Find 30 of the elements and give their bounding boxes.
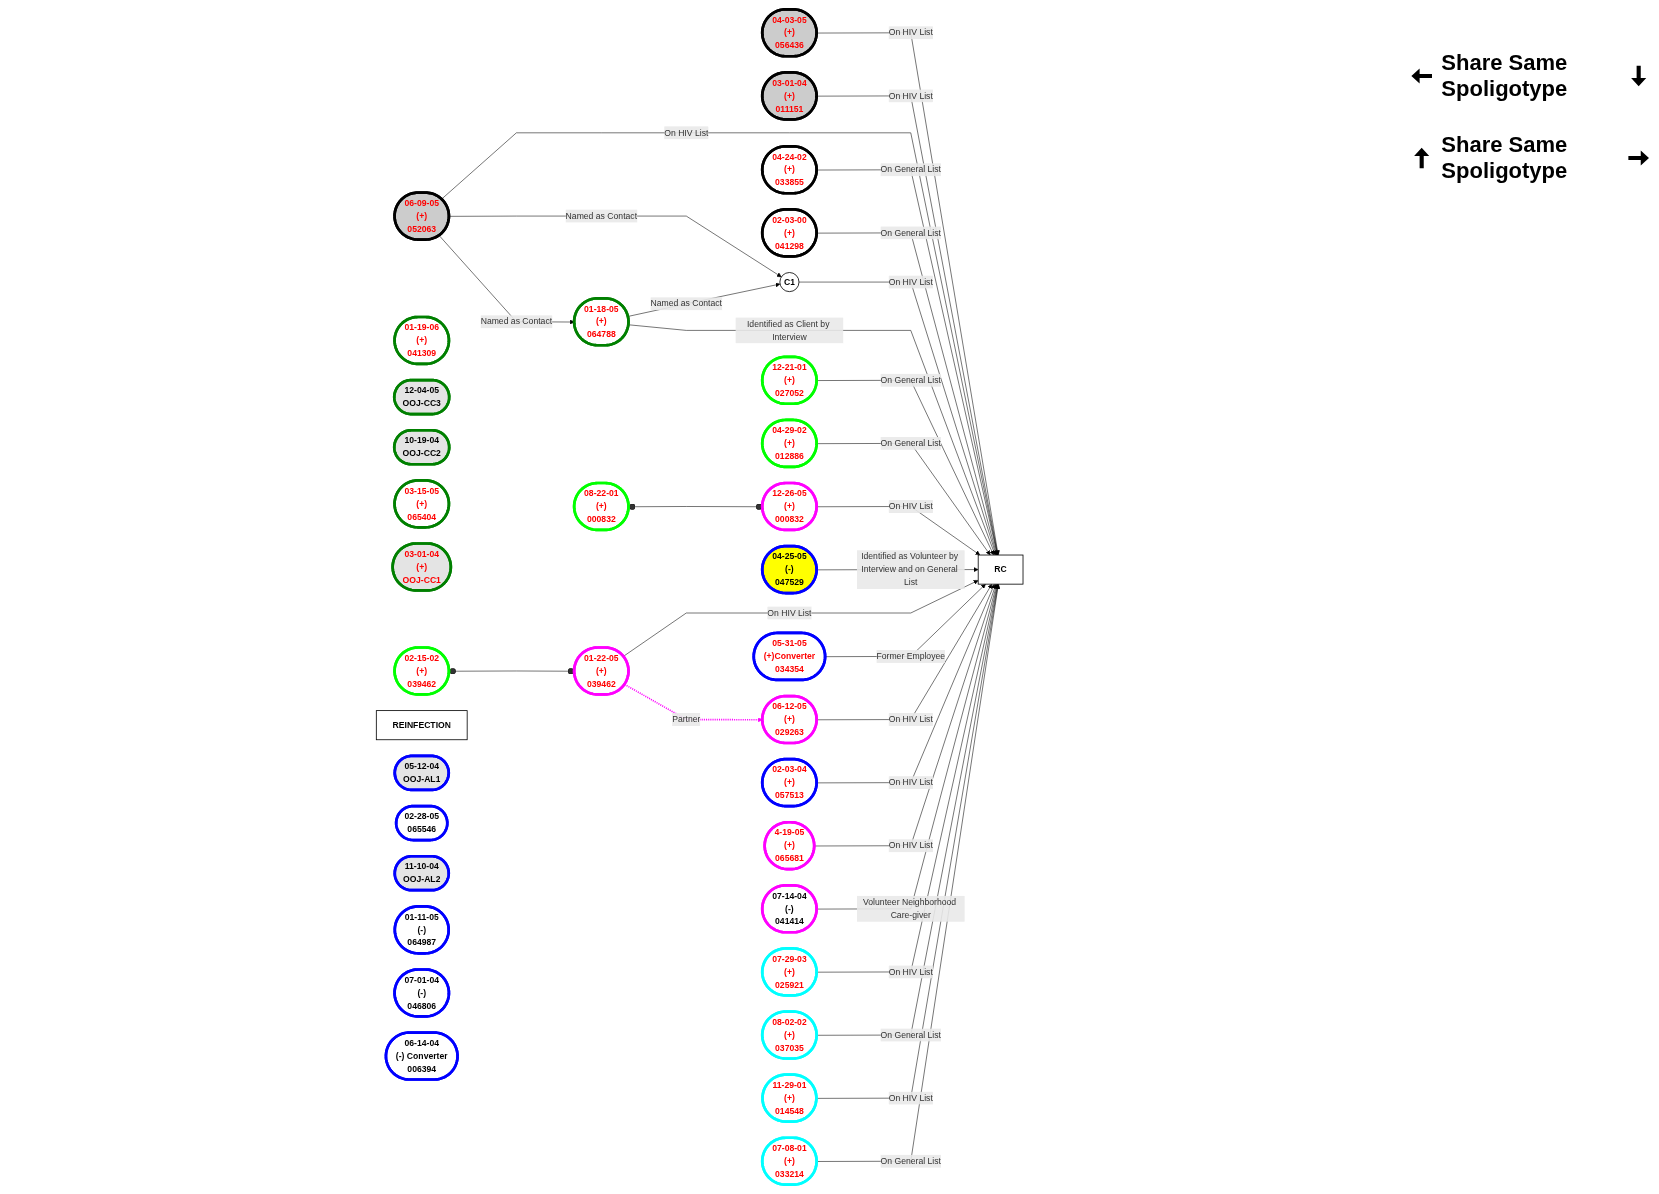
edge-label: Named as Contact [650,298,723,309]
edge-label: On HIV List [889,714,934,724]
edge-label: On HIV List [889,501,934,511]
edge-label: Named as Contact [565,211,638,221]
edge-label: Partner [672,714,701,724]
edge-label: On General List [880,1030,942,1040]
edge-label: Former Employee [876,651,946,661]
edge-label: On HIV List [889,1093,934,1103]
edge-label: On HIV List [889,967,934,977]
edge-label: Volunteer Neighborhood Care-giver [863,897,957,920]
edge-label: Identified as Client by Interview [747,319,830,342]
edge-label: On HIV List [889,27,934,38]
edge-label: On HIV List [889,777,934,787]
edge-label: On HIV List [889,840,934,851]
edge-label: On HIV List [767,608,812,618]
node-circle: C1 [779,272,800,293]
edge-label: On HIV List [889,277,934,287]
edge-label: Named as Contact [480,316,553,327]
edge-label: On General List [880,228,942,238]
node-box: REINFECTION [376,710,468,741]
edge-label: On General List [880,1156,942,1166]
note-text: Share Same Spoligotype [1441,132,1569,184]
edge-label: Identified as Volunteer by Interview and on General List [861,551,959,587]
edge-label: On General List [880,438,942,448]
edge-label: On General List [880,375,942,385]
edge-label: On HIV List [664,127,709,138]
edge-label: On General List [880,164,942,175]
note-text: Share Same Spoligotype [1441,50,1569,102]
node-box: RC [978,554,1024,585]
edge-label: On HIV List [889,91,934,101]
